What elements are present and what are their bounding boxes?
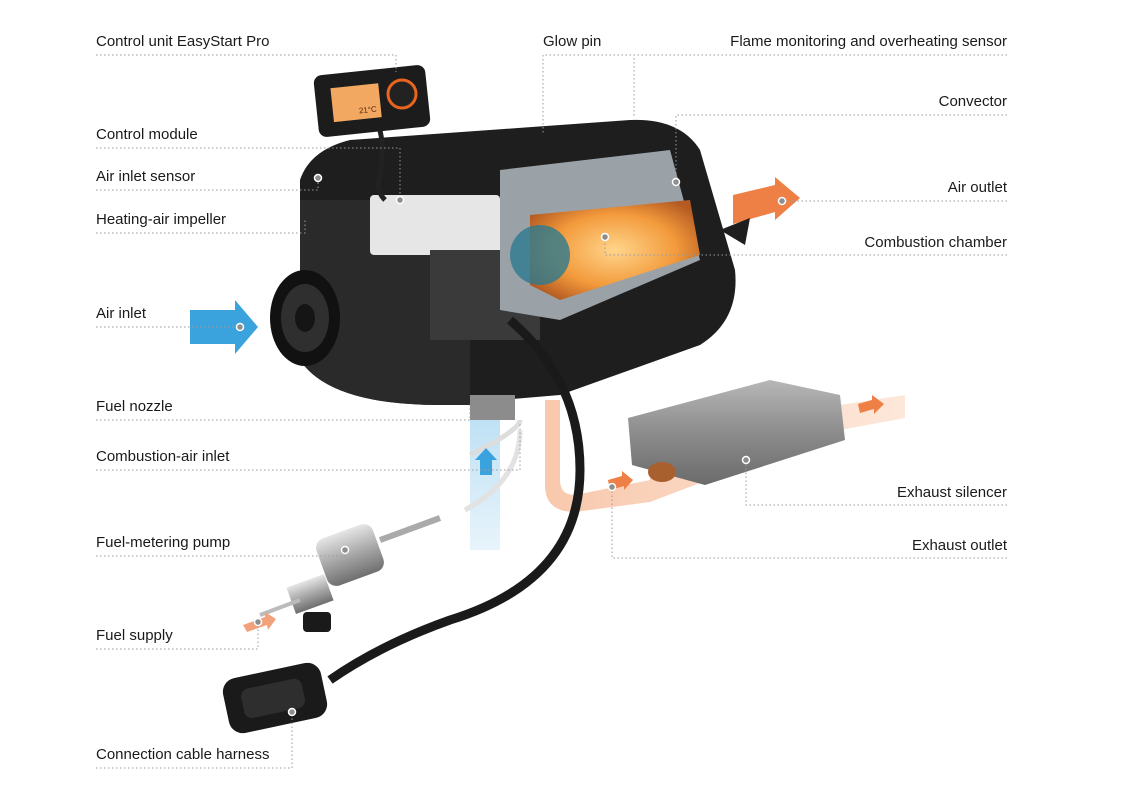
fuel-metering-pump	[243, 419, 523, 632]
label-connection-cable-harness: Connection cable harness	[96, 746, 269, 763]
label-air-inlet: Air inlet	[96, 305, 147, 322]
exhaust-silencer	[628, 380, 845, 485]
control-unit-display-temp: 21°C	[358, 105, 377, 116]
connector	[222, 662, 328, 734]
label-convector: Convector	[939, 93, 1007, 110]
air-outlet-arrow	[733, 177, 800, 224]
heater-unit	[270, 119, 750, 420]
label-glow-pin: Glow pin	[543, 33, 601, 50]
label-air-inlet-sensor: Air inlet sensor	[96, 168, 195, 185]
cable	[327, 316, 585, 684]
callout-dots	[235, 173, 787, 717]
label-flame-monitoring-sensor: Flame monitoring and overheating sensor	[730, 33, 1007, 50]
exhaust-outlet-arrow	[858, 395, 884, 414]
control-unit-easystart-pro: 21°C	[313, 65, 431, 202]
label-fuel-supply: Fuel supply	[96, 627, 173, 644]
label-fuel-nozzle: Fuel nozzle	[96, 398, 173, 415]
label-fuel-metering-pump: Fuel-metering pump	[96, 534, 230, 551]
label-control-unit: Control unit EasyStart Pro	[96, 33, 269, 50]
label-control-module: Control module	[96, 126, 198, 143]
label-air-outlet: Air outlet	[948, 179, 1008, 196]
label-exhaust-silencer: Exhaust silencer	[897, 484, 1007, 501]
label-combustion-air-inlet: Combustion-air inlet	[96, 448, 230, 465]
label-heating-air-impeller: Heating-air impeller	[96, 211, 226, 228]
leader-lines	[96, 54, 1007, 769]
label-exhaust-outlet: Exhaust outlet	[912, 537, 1008, 554]
combustion-air-arrow	[475, 448, 497, 475]
label-combustion-chamber: Combustion chamber	[864, 234, 1007, 251]
